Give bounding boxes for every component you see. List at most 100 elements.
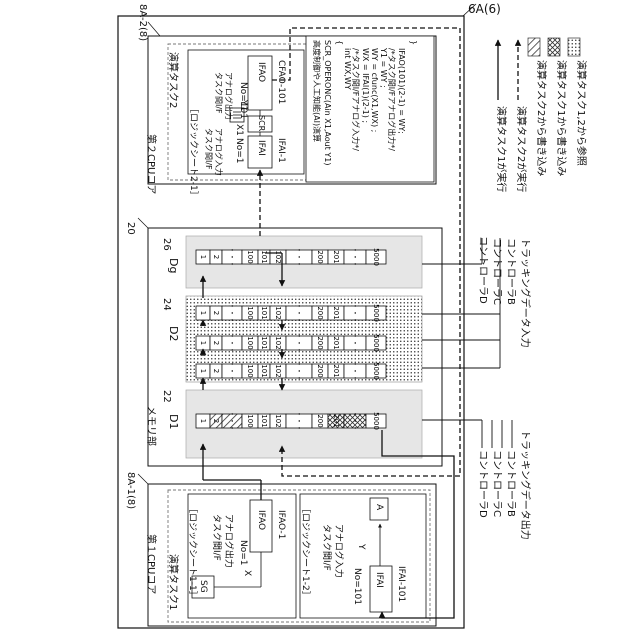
figure-label: 6A(6) [468,2,501,16]
ifao2-name: CFAO-101 [276,60,286,104]
memory-cell-label: ・・・ [295,303,303,324]
memory-cell-label: 5000 [372,304,380,322]
memory-cell-label: 2 [212,419,220,423]
memory-cell-label: 102 [274,364,282,377]
ifai2-signal: X1 [234,124,244,136]
memory-cell-label: 1 [199,419,207,423]
cpu2-title: 第２CPUコア [145,134,160,194]
controller-out-b: コントローラB [505,450,520,517]
group-name-dg: Dg [167,258,180,273]
memory-cell-label: ・・・ [228,247,236,268]
memory-cell-label: 201 [332,414,340,427]
memory-cell-label: ・・・ [351,411,359,432]
memory-cell-label: 100 [246,306,254,319]
memory-cell-label: 2 [212,341,220,345]
memory-cell-label: 1 [199,341,207,345]
group-ref-26: 26 [161,238,172,251]
memory-cell-label: 1 [199,369,207,373]
memory-cell-label: 102 [274,306,282,319]
memory-cell-label: ・・・ [351,247,359,268]
memory-cell-label: 200 [316,336,324,349]
memory-cell-label: ・・・ [295,247,303,268]
code-line: /*タスク間I/Fアナログ出力*/ [386,48,397,151]
sheet-1-2-tag: IFAI [374,572,384,588]
memory-row-d2-1: 1 2 ・・・ 100 101 102 ・・・ 200 201 ・・・ 5000 [196,303,386,324]
legend-ref: 演算タスク1,2から参照 [575,60,590,166]
memory-ref: 20 [125,222,136,235]
memory-cell-label: 201 [332,364,340,377]
ifai2-name: IFAI-1 [276,138,286,163]
memory-cell-label: ・・・ [351,333,359,354]
ifao2-caption-2: アナログ出力 [223,72,234,120]
memory-cell-label: 101 [260,306,268,319]
sheet-1-1-signal: X [242,570,252,576]
ifai2-caption-2: アナログ入力 [213,128,224,176]
controller-in-c: コントローラC [491,238,506,305]
legend-write2: 演算タスク2から書き込み [535,60,550,176]
tracking-output: トラッキングデータ出力 [519,430,534,540]
group-name-d2: D2 [167,326,180,341]
ifai2-no: No=1 [234,138,244,164]
memory-cell-label: 2 [212,369,220,373]
group-ref-24: 24 [161,298,172,311]
memory-cell-label: 200 [316,364,324,377]
memory-cell-label: 1 [199,255,207,259]
memory-cell-label: 201 [332,336,340,349]
sheet-1-2-no: No=101 [352,568,362,605]
cpu1-title: 第１CPUコア [145,534,160,594]
memory-cell-label: ・・・ [228,361,236,382]
memory-cell-label: 100 [246,250,254,263]
ifao2-signal: Y1 [238,100,248,111]
memory-cell-label: 2 [212,255,220,259]
code-func: SCR_OPERONC(Ain X1,Aout Y1) [323,40,332,165]
cpu1-ref: 8A-1(8) [125,472,136,509]
memory-cell-label: 5000 [372,362,380,380]
scr-label: SCR [257,115,266,131]
memory-cell-label: 2 [212,311,220,315]
cpu2-task: 演算タスク2 [167,52,182,108]
memory-cell-label: 102 [274,250,282,263]
code-line: /*タスク間I/Fアナログ入力*/ [350,48,361,151]
memory-cell-label: 5000 [372,412,380,430]
memory-row-d1: 12・・・100101102・・・200201・・・5000 [196,411,386,432]
sheet-1-1-tag: IFAO [256,510,266,530]
memory-cell-label: 1 [199,311,207,315]
ifao2-tag: IFAO [256,62,266,82]
memory-cell-label: ・・・ [351,303,359,324]
memory-cell-label: ・・・ [295,411,303,432]
sheet-1-2-name: IFAI-101 [396,566,406,602]
legend-task2: 演算タスク2が実行 [515,106,530,192]
memory-row-dg: 12・・・100101102・・・200201・・・5000 [196,247,386,268]
cpu1-task: 演算タスク1 [167,554,182,610]
group-name-d1: D1 [167,414,180,429]
cpu2-ref: 8A-2(8) [137,4,148,41]
memory-title: メモリ部 [145,406,160,446]
code-line: } [409,40,418,45]
controller-in-d: コントローラD [477,236,492,304]
code-line: WX = IFAI(1)(2-1) ; [361,48,370,123]
controller-in-b: コントローラB [505,238,520,305]
sheet-2-1-label: ［ロジックシート2-1］ [188,104,201,200]
memory-cell-label: 200 [316,250,324,263]
sheet-1-2-label: ［ロジックシート1-2］ [300,504,313,600]
sheet-1-2-signal: Y [356,544,366,550]
memory-cell-label: 201 [332,250,340,263]
memory-cell-label: ・・・ [228,303,236,324]
controller-out-c: コントローラC [491,450,506,517]
legend-write1: 演算タスク1から書き込み [555,60,570,176]
tracking-input: トラッキングデータ入力 [519,238,534,348]
memory-row-d2-3: 12・・・100101102・・・200201・・・5000 [196,361,386,382]
memory-row-d2-2: 12・・・100101102・・・200201・・・5000 [196,333,386,354]
memory-cell-label: 101 [260,250,268,263]
memory-cell-label: 102 [274,336,282,349]
sheet-1-2-caption-2: アナログ入力 [333,524,346,578]
code-line: IFAO(101)(2-1) = WY; [397,48,406,134]
memory-cell-label: 5000 [372,334,380,352]
memory-cell-label: ・・・ [228,411,236,432]
memory-cell-label: 200 [316,306,324,319]
ifai2-tag: IFAI [256,140,266,156]
memory-cell-label: 101 [260,414,268,427]
memory-cell-label: 201 [332,306,340,319]
code-title: 高度制御や人工知能(AI)演算 [311,40,322,142]
memory-cell-label: ・・・ [351,361,359,382]
